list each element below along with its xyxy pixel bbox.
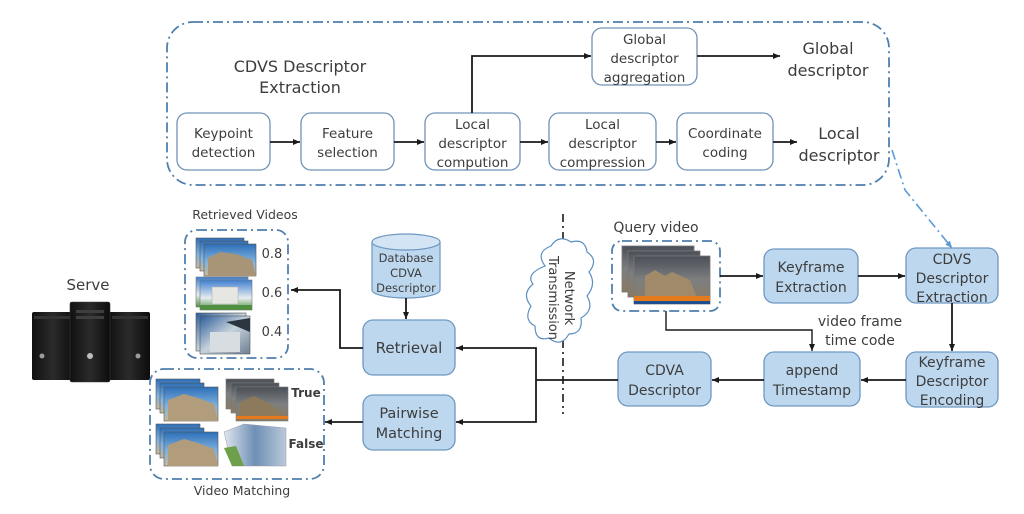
step-label: Local <box>585 117 620 133</box>
box-label: Timestamp <box>772 383 851 399</box>
cdva-descriptor-box: CDVA Descriptor <box>617 351 712 407</box>
box-label: CDVS <box>933 252 972 268</box>
box-label: Matching <box>376 426 443 442</box>
match-result-true: True <box>291 386 320 400</box>
panel-link-connector <box>891 149 953 249</box>
box-label: append <box>786 363 839 379</box>
box-label: Descriptor <box>916 271 989 287</box>
step-label: descriptor <box>568 136 637 152</box>
local-descriptor-output: Local <box>818 124 859 143</box>
database-label: CDVA <box>390 266 422 280</box>
step-label: Coordinate <box>688 126 762 142</box>
global-descriptor-output: Global <box>802 39 853 58</box>
retrieved-video-thumbnail <box>195 237 257 277</box>
box-label: Descriptor <box>916 374 989 390</box>
append-timestamp-box: append Timestamp <box>763 351 861 407</box>
matching-pair-false <box>155 423 287 467</box>
step-label: Local <box>455 117 490 133</box>
step-label: Keypoint <box>194 126 253 142</box>
network-label-line2: Transmission <box>545 255 560 340</box>
database-label: Descriptor <box>376 281 436 295</box>
box-label: Extraction <box>916 290 987 306</box>
retrieved-video-thumbnail <box>195 312 251 355</box>
query-video-label: Query video <box>613 220 698 236</box>
cdvs-descriptor-extraction-box: CDVS Descriptor Extraction <box>905 247 999 306</box>
step-label: compression <box>560 155 646 171</box>
retrieved-videos-label: Retrieved Videos <box>192 207 298 222</box>
box-label: Retrieval <box>376 339 443 357</box>
client-side: Query video Keyframe Extraction CDVS Des… <box>611 220 999 409</box>
step-keypoint-detection: Keypoint detection <box>176 112 271 171</box>
panel-border <box>166 21 890 186</box>
network-label: Network <box>561 271 576 326</box>
panel-title-line2: Extraction <box>259 78 341 97</box>
time-code-note: video frame <box>818 314 902 330</box>
arrow <box>456 380 537 425</box>
step-label: descriptor <box>438 136 507 152</box>
arrow <box>291 287 363 349</box>
database-label: Database <box>379 251 434 265</box>
step-label: descriptor <box>610 51 679 67</box>
box-label: Pairwise <box>379 406 438 422</box>
box-label: Extraction <box>775 280 846 296</box>
keyframe-descriptor-encoding-box: Keyframe Descriptor Encoding <box>905 351 999 409</box>
step-feature-selection: Feature selection <box>300 112 395 171</box>
step-label: compution <box>437 155 509 171</box>
step-global-descriptor-aggregation: Global descriptor aggregation <box>591 27 698 86</box>
cloud-icon <box>525 238 595 343</box>
query-video-thumbnails <box>611 240 721 312</box>
retrieved-video-thumbnail <box>195 276 253 311</box>
database-cdva-descriptor: Database CDVA Descriptor <box>371 233 441 299</box>
server-side: Serve Database CDVA Descriptor Retrieval <box>32 207 537 498</box>
match-result-false: False <box>289 437 324 451</box>
global-descriptor-output-line2: descriptor <box>788 61 869 80</box>
step-local-descriptor-compression: Local descriptor compression <box>548 112 657 171</box>
similarity-score: 0.4 <box>262 325 283 340</box>
arrow <box>665 311 815 351</box>
step-label: aggregation <box>604 70 686 86</box>
step-label: Global <box>623 32 666 48</box>
box-label: Keyframe <box>919 355 986 371</box>
network-transmission: Network Transmission <box>525 214 618 414</box>
video-matching-label: Video Matching <box>194 483 290 498</box>
server-label: Serve <box>66 276 109 294</box>
box-label: Keyframe <box>778 260 845 276</box>
retrieval-box: Retrieval <box>362 319 456 376</box>
box-label: Descriptor <box>628 383 701 399</box>
step-label: selection <box>317 145 378 161</box>
pairwise-matching-box: Pairwise Matching <box>362 394 456 451</box>
similarity-score: 0.6 <box>262 286 283 301</box>
time-code-note-line2: time code <box>825 333 895 349</box>
step-coordinate-coding: Coordinate coding <box>676 112 774 171</box>
similarity-score: 0.8 <box>262 247 283 262</box>
video-matching-panel: True False <box>149 368 325 480</box>
matching-pair-true <box>155 378 289 422</box>
step-label: Feature <box>322 126 373 142</box>
retrieved-videos-panel: 0.8 0.6 0.4 <box>184 229 289 359</box>
box-label: Encoding <box>920 393 985 409</box>
step-local-descriptor-computation: Local descriptor compution <box>424 112 521 171</box>
panel-title-line1: CDVS Descriptor <box>234 57 367 76</box>
arrow <box>456 345 537 380</box>
box-label: CDVA <box>645 363 684 379</box>
server-icon <box>32 301 150 383</box>
local-descriptor-output-line2: descriptor <box>799 146 880 165</box>
arrow <box>471 53 591 113</box>
cdvs-extraction-panel: CDVS Descriptor Extraction Keypoint dete… <box>166 21 890 186</box>
keyframe-extraction-box: Keyframe Extraction <box>763 248 859 304</box>
step-label: detection <box>192 145 256 161</box>
step-label: coding <box>702 145 747 161</box>
